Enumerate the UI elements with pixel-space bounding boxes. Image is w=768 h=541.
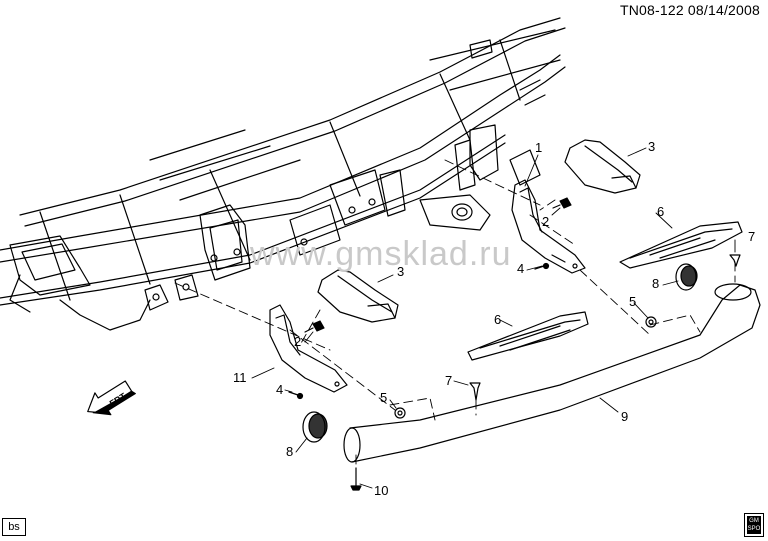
callout-6-rear: 6: [494, 312, 501, 327]
watermark-text: www.gmsklad.ru: [249, 235, 512, 273]
bolt-2-rear: [304, 320, 325, 333]
callout-1: 1: [535, 140, 542, 155]
clip-7-front: [729, 254, 741, 267]
callout-8-front: 8: [652, 276, 659, 291]
callout-11: 11: [233, 370, 247, 385]
callout-10: 10: [374, 483, 388, 498]
callout-3-front: 3: [648, 139, 655, 154]
gm-logo-text: GM SPO: [747, 516, 761, 534]
front-step-bracket: [511, 179, 586, 274]
front-direction-arrow: [87, 380, 136, 416]
nut-5-front: [645, 316, 657, 328]
corner-tag: bs: [2, 518, 26, 536]
callout-2-rear: 2: [294, 334, 301, 349]
gm-logo: GM SPO: [744, 513, 764, 537]
tubular-step-bar: [343, 283, 761, 463]
callout-4-rear: 4: [276, 382, 283, 397]
bolt-2-front: [552, 197, 572, 209]
grommet-rear: [302, 411, 328, 443]
callout-6-front: 6: [657, 204, 664, 219]
step-pad-rear: [467, 311, 589, 361]
rear-step-bracket: [269, 304, 348, 393]
callout-2-front: 2: [542, 214, 549, 229]
upper-support-bracket-right: [564, 139, 641, 194]
callout-8-rear: 8: [286, 444, 293, 459]
callout-7-rear: 7: [445, 373, 452, 388]
step-pad-front: [619, 221, 743, 269]
drawing-id: TN08-122 08/14/2008: [619, 2, 760, 18]
callout-4-front: 4: [517, 261, 524, 276]
callout-5-rear: 5: [380, 390, 387, 405]
callout-5-front: 5: [629, 294, 636, 309]
callout-3-rear: 3: [397, 264, 404, 279]
callout-9: 9: [621, 409, 628, 424]
callout-7-front: 7: [748, 229, 755, 244]
bolt-4-rear: [288, 391, 304, 400]
screw-10: [350, 467, 362, 491]
clip-7-rear: [469, 382, 481, 401]
grommet-front: [675, 263, 698, 291]
upper-support-bracket-left: [317, 269, 399, 323]
nut-5-rear: [394, 407, 406, 419]
vehicle-frame: [0, 17, 566, 331]
bolt-4-front: [534, 262, 550, 270]
leader-lines: [251, 147, 736, 489]
